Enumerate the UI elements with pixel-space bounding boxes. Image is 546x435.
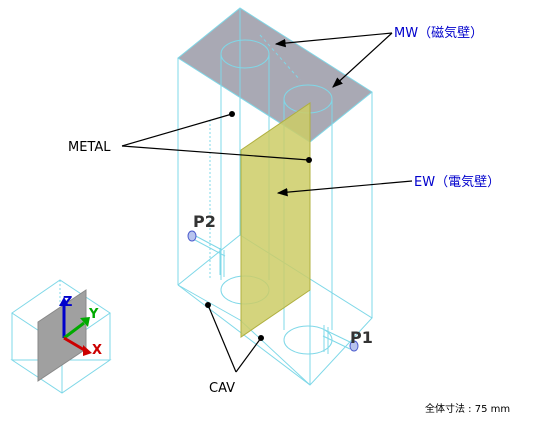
port-p2-icon bbox=[187, 230, 226, 277]
mw-label: MW（磁気壁） bbox=[394, 25, 483, 41]
metal-label: METAL bbox=[68, 140, 111, 155]
ew-label: EW（電気壁） bbox=[414, 174, 500, 190]
magnetic-wall-face bbox=[177, 7, 373, 143]
callouts bbox=[121, 32, 413, 373]
p2-label: P2 bbox=[193, 212, 216, 231]
electric-wall-face bbox=[240, 102, 311, 338]
size-note: 全体寸法 : 75 mm bbox=[425, 402, 510, 415]
axis-z-label: Z bbox=[63, 295, 72, 310]
p1-label: P1 bbox=[350, 328, 373, 347]
cav-label: CAV bbox=[209, 381, 235, 396]
callout-dots bbox=[205, 111, 312, 341]
axis-y-label: Y bbox=[88, 307, 99, 322]
axis-x-label: X bbox=[92, 343, 102, 358]
port-p1-icon bbox=[322, 325, 359, 354]
axis-triad-icon: Z Y X bbox=[10, 279, 112, 394]
